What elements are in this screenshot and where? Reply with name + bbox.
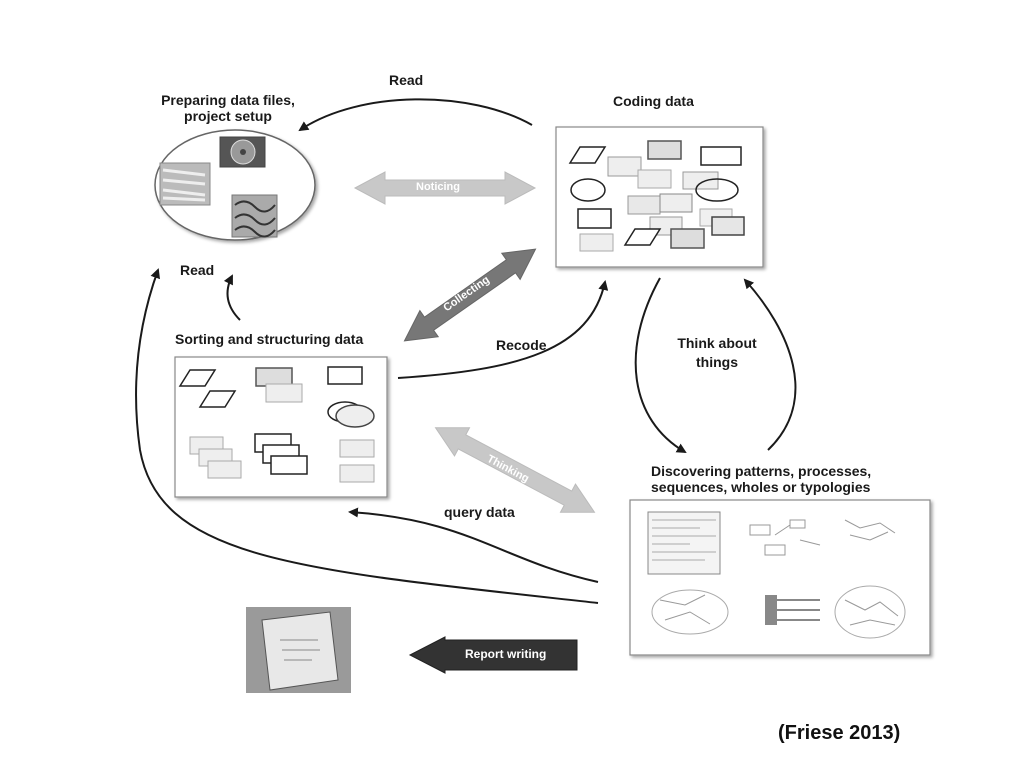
report-writing-label: Report writing [465, 647, 547, 661]
coding-node [555, 126, 764, 268]
arrow-coding-to-discovering [634, 277, 687, 454]
discovering-node [629, 499, 931, 656]
citation: (Friese 2013) [778, 722, 901, 744]
arrow-recode [397, 280, 609, 379]
recode-label: Recode [496, 337, 547, 353]
arrow-read-up [223, 274, 241, 321]
arrow-long-read [135, 268, 599, 604]
discovering-title: Discovering patterns, processes, sequenc… [651, 463, 872, 495]
coding-title: Coding data [613, 93, 694, 109]
report-arrow [408, 636, 578, 674]
query-data-label: query data [444, 504, 515, 520]
arrow-discovering-to-coding [743, 278, 797, 451]
noticing-label: Noticing [416, 181, 460, 193]
noticing-arrow [353, 171, 537, 205]
preparing-node [154, 129, 316, 241]
preparing-title: Preparing data files, project setup [161, 92, 295, 124]
report-photo [246, 607, 351, 693]
read-top-label: Read [389, 72, 424, 88]
think-about-label: Think about things [677, 335, 757, 370]
collecting-arrow [403, 248, 537, 342]
read-left-label: Read [180, 262, 215, 278]
sorting-node [174, 356, 388, 498]
sorting-title: Sorting and structuring data [175, 331, 364, 347]
arrow-query-data [348, 507, 599, 583]
thinking-arrow [434, 427, 596, 513]
arrow-read-top [298, 98, 533, 132]
